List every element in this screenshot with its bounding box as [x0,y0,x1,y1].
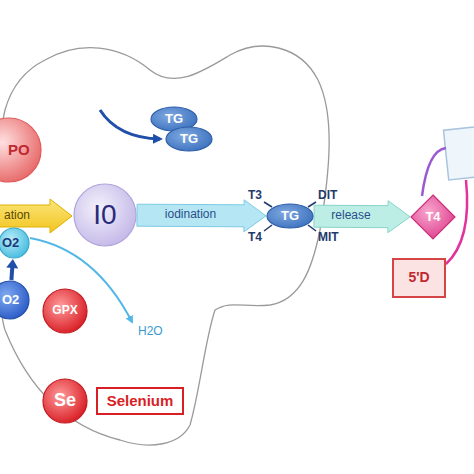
node-label: 5'D [408,270,429,285]
iodine-circle: I0 [73,183,137,247]
residue-label: MIT [318,231,339,244]
node-shape [0,281,29,319]
node-text-holder: Se [42,378,88,424]
node-label: O2 [2,236,19,250]
node-text-holder: I0 [73,183,137,247]
enzyme-circle: GPX [42,288,88,334]
node-shape [74,184,136,246]
block-arrow-shape [314,201,410,233]
enzyme-circle: PO [0,117,42,183]
node-label: PO [8,142,30,159]
process-arrow [137,200,266,232]
node-text-holder: 5'D [394,260,444,296]
node-text-holder: T4 [410,194,456,240]
node-shape [0,118,41,182]
node-label: I0 [93,200,116,231]
node-shape [166,127,212,151]
residue-label: T4 [248,231,262,244]
node-label: Selenium [107,393,174,410]
edge-label: iodination [165,209,216,222]
node-shape [411,195,455,239]
product-label: H2O [138,325,163,338]
oxygen-circle: O2 [0,280,30,320]
node-label: T4 [425,210,440,224]
process-arrow [314,201,410,233]
arrow-head [6,259,18,268]
element-label-box: Selenium [96,387,184,415]
deiodinase-box: 5'D [392,258,446,298]
residue-label: DIT [318,189,337,202]
thyroid-outline [0,46,329,445]
node-shape [267,204,313,228]
node-shape [43,379,87,423]
node-shape [43,289,87,333]
t4-uptake-curve [422,148,446,196]
node-text-holder: TG [266,203,314,229]
node-text-holder: O2 [0,280,30,320]
node-label: TG [165,112,183,126]
node-text-holder: GPX [42,288,88,334]
node-text-holder: TG [165,126,213,152]
tg-arrow [100,110,160,139]
target-box [443,126,474,180]
node-shape [0,228,29,258]
node-text-holder: PO [0,117,42,183]
connector-line [9,267,14,280]
node-label: TG [180,132,198,146]
thyroglobulin-oval: TG [165,126,213,152]
edge-label: release [331,210,370,223]
node-label: Se [54,391,76,411]
flow-arrow [6,259,18,280]
residue-label: T3 [248,189,262,202]
node-text-holder: Selenium [98,389,182,413]
hormone-diamond: T4 [410,194,456,240]
node-text-holder: O2 [0,227,30,259]
element-circle: Se [42,378,88,424]
tg-ticks [264,202,316,231]
node-label: GPX [52,304,77,317]
step-label: ation [4,209,30,222]
node-label: TG [281,209,299,223]
node-label: O2 [2,293,19,307]
block-arrow-shape [137,200,266,232]
thyroglobulin-oval: TG [266,203,314,229]
peroxide-circle: O2 [0,227,30,259]
